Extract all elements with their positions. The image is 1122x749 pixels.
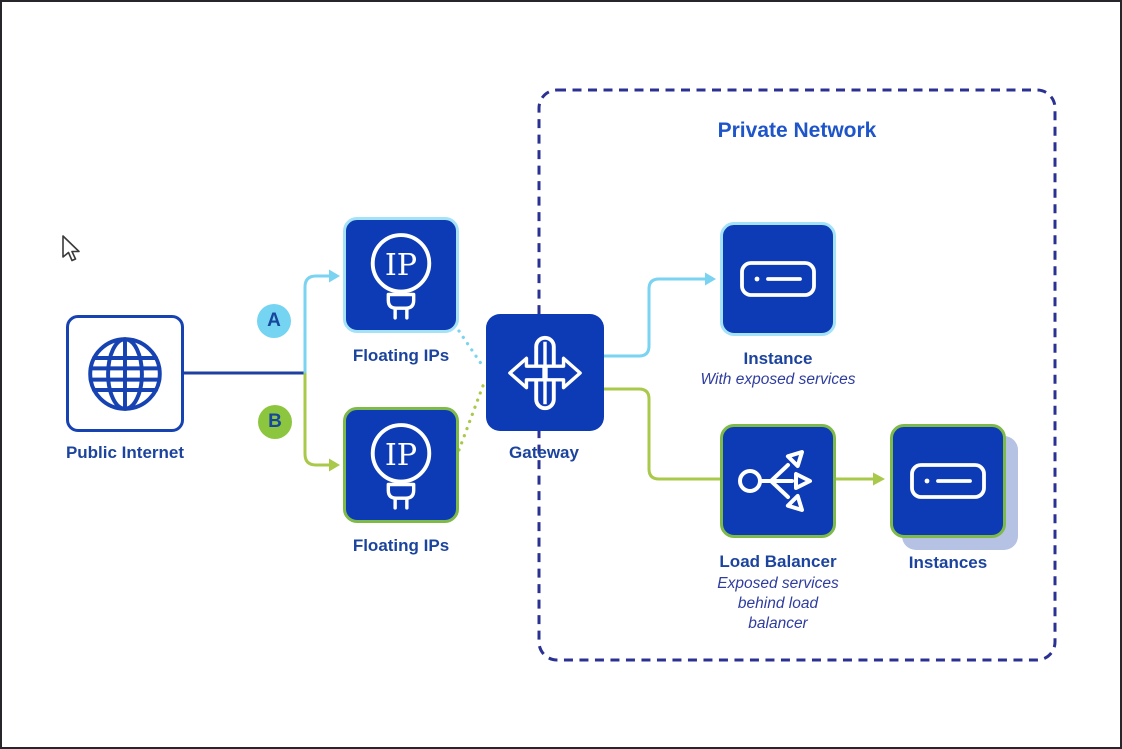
line-b-to-floating-ips — [303, 373, 329, 467]
instance-subtitle: With exposed services — [700, 371, 856, 388]
floating-ips-a-node: IP — [343, 217, 459, 333]
floating-ips-b-node: IP — [343, 407, 459, 523]
mouse-cursor-icon — [62, 235, 80, 262]
dotted-link-b-gateway — [457, 381, 486, 452]
public-internet-node — [66, 315, 184, 432]
floating-ips-b-label: Floating IPs — [352, 536, 450, 555]
line-a-to-floating-ips — [303, 274, 329, 373]
floating-ips-a-label: Floating IPs — [352, 346, 450, 365]
load-balancer-icon — [738, 450, 812, 512]
arrowhead-instances — [873, 472, 885, 486]
arrowhead-b-floating-ips — [329, 458, 340, 472]
instance-node — [720, 222, 836, 336]
arrowhead-instance — [705, 272, 716, 286]
floating-ip-icon: IP — [370, 233, 432, 320]
gateway-icon — [508, 335, 582, 410]
arrowhead-a-floating-ips — [329, 269, 340, 283]
load-balancer-subtitle: Exposed services behind load balancer — [717, 575, 839, 632]
instance-label: Instance — [743, 349, 813, 368]
globe-icon — [88, 336, 162, 411]
path-b-badge: B — [258, 405, 292, 439]
load-balancer-node — [720, 424, 836, 538]
instances-node — [890, 424, 1006, 538]
load-balancer-label: Load Balancer — [719, 552, 837, 571]
floating-ip-icon: IP — [370, 423, 432, 510]
line-gateway-to-instance — [603, 277, 705, 358]
server-icon — [740, 261, 816, 297]
ip-text: IP — [385, 438, 417, 473]
ip-text: IP — [385, 248, 417, 283]
gateway-label: Gateway — [509, 443, 579, 462]
path-a-badge: A — [257, 304, 291, 338]
public-internet-label: Public Internet — [65, 443, 185, 462]
line-gateway-to-instances — [603, 387, 873, 481]
server-icon — [910, 463, 986, 499]
instances-label: Instances — [908, 553, 988, 572]
dotted-link-a-gateway — [457, 329, 486, 370]
private-network-title: Private Network — [717, 119, 877, 142]
gateway-node — [486, 314, 604, 431]
